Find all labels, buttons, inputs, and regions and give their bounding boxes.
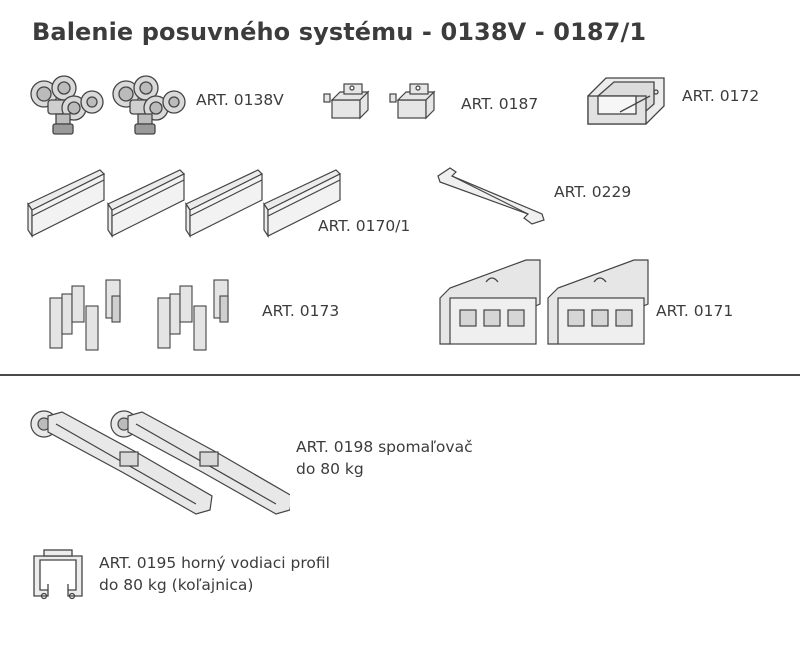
label-art-0171: ART. 0171: [656, 302, 734, 320]
label-art-0229: ART. 0229: [554, 183, 632, 201]
label-art-0170-1: ART. 0170/1: [318, 217, 411, 235]
rail-profile-icon: [30, 548, 86, 602]
roller-carriage-icon: [28, 72, 188, 140]
label-art-0173: ART. 0173: [262, 302, 340, 320]
label-art-0198-line2: do 80 kg: [296, 460, 364, 478]
label-art-0195-line2: do 80 kg (koľajnica): [99, 576, 254, 594]
flat-key-wrench-icon: [436, 164, 548, 228]
stopper-block-icon: [436, 252, 660, 354]
clip-set-icon: [46, 276, 246, 358]
page-title: Balenie posuvného systému - 0138V - 0187…: [32, 18, 647, 46]
label-art-0172: ART. 0172: [682, 87, 760, 105]
bracket-clamp-icon: [322, 78, 457, 126]
label-art-0195-line1: ART. 0195 horný vodiaci profil: [99, 554, 330, 572]
cover-profile-icon: [24, 160, 354, 242]
label-art-0198-line1: ART. 0198 spomaľovač: [296, 438, 473, 456]
u-guide-icon: [584, 66, 670, 138]
section-divider: [0, 374, 800, 376]
soft-close-damper-icon: [26, 400, 290, 524]
label-art-0187: ART. 0187: [461, 95, 539, 113]
label-art-0138v: ART. 0138V: [196, 91, 284, 109]
